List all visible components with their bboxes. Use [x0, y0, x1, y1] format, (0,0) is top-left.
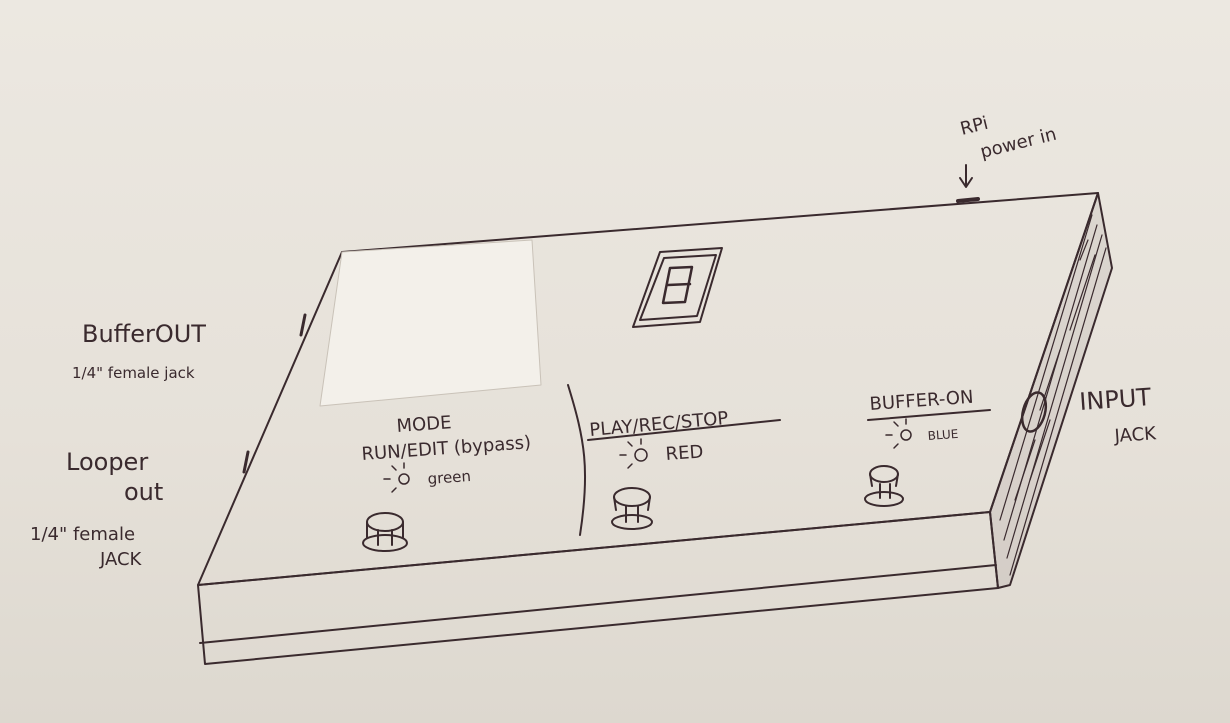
buffer-footswitch: [864, 465, 904, 507]
looper-out-jack-label-line1: 1/4" female: [30, 524, 135, 545]
buffer-out-jack-label: 1/4" female jack: [72, 364, 195, 382]
looper-out-jack-marker: [242, 450, 250, 474]
looper-out-jack-label-line2: JACK: [99, 549, 143, 570]
buffer-title: BUFFER-ON: [869, 387, 974, 415]
input-jack: [1020, 391, 1048, 433]
mode-subtitle: RUN/EDIT (bypass): [361, 432, 532, 465]
rpi-label-line1: RPi: [958, 113, 990, 140]
play-footswitch: [611, 487, 653, 530]
rpi-power-arrow: [956, 164, 980, 203]
mode-footswitch: [362, 512, 408, 552]
input-jack-label-line1: INPUT: [1078, 383, 1152, 416]
red-led-icon: [619, 438, 648, 469]
looper-out-label-line2: out: [124, 478, 163, 506]
play-led-label: RED: [665, 441, 704, 465]
enclosure-front-face: [197, 511, 999, 665]
looper-out-label-line1: Looper: [66, 448, 148, 476]
screen-area: [319, 239, 542, 407]
enclosure-right-face: [989, 192, 1113, 589]
enclosure-front-line: [199, 564, 997, 644]
input-jack-label-line2: JACK: [1113, 423, 1158, 447]
play-title: PLAY/REC/STOP: [589, 408, 730, 441]
buffer-led-label: BLUE: [927, 427, 959, 443]
buffer-out-label: BufferOUT: [82, 320, 206, 348]
buffer-out-jack-marker: [299, 313, 307, 337]
section-divider: [567, 384, 587, 536]
seven-segment-display: [632, 247, 723, 328]
mode-title: MODE: [396, 412, 452, 437]
green-led-icon: [383, 462, 410, 493]
right-face-hatching: [999, 214, 1107, 576]
rpi-label-line2: power in: [978, 124, 1059, 163]
blue-led-icon: [885, 418, 912, 449]
mode-led-label: green: [427, 467, 471, 488]
